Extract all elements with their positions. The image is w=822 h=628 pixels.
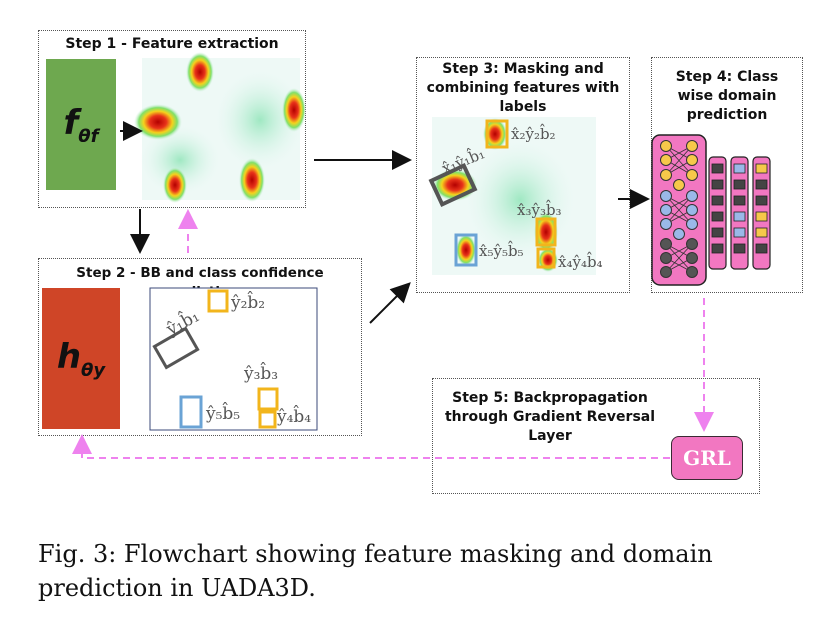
step3-title: Step 3: Masking and combining features w… bbox=[426, 61, 620, 115]
step2-label-obj3: ŷ₃b̂₃ bbox=[244, 364, 279, 384]
step1-title: Step 1 - Feature extraction bbox=[65, 36, 279, 52]
step5-title: Step 5: Backpropagation through Gradient… bbox=[444, 390, 656, 444]
step3-label-obj4: x̂₄ŷ₄b̂₄ bbox=[558, 253, 603, 271]
step2-label-obj4: ŷ₄b̂₄ bbox=[277, 407, 312, 427]
grl-block: GRL bbox=[671, 436, 743, 480]
step4-title: Step 4: Class wise domain prediction bbox=[675, 69, 779, 123]
figure-caption: Fig. 3: Flowchart showing feature maskin… bbox=[38, 540, 713, 602]
step3-label-obj2: x̂₂ŷ₂b̂₂ bbox=[511, 125, 556, 143]
feature-extractor-block: fθf bbox=[46, 59, 116, 190]
step3-box bbox=[416, 57, 630, 293]
step1-heatmap bbox=[134, 52, 306, 203]
step3-label-obj5: x̂₅ŷ₅b̂₅ bbox=[479, 242, 524, 260]
feature-extractor-label: fθf bbox=[63, 102, 99, 147]
backprop-arrows bbox=[72, 209, 714, 459]
predictor-label: hθy bbox=[56, 336, 106, 381]
step2-label-obj2: ŷ₂b̂₂ bbox=[231, 293, 266, 313]
step2-box bbox=[38, 258, 362, 436]
step5-box bbox=[432, 378, 760, 494]
step1-box bbox=[38, 30, 306, 208]
step3-heatmap bbox=[428, 117, 596, 275]
domain-classifier bbox=[651, 134, 771, 286]
step3-label-obj3: x̂₃ŷ₃b̂₃ bbox=[517, 201, 562, 219]
flow-arrows bbox=[120, 121, 650, 324]
step2-label-obj5: ŷ₅b̂₅ bbox=[206, 404, 241, 424]
predictor-block: hθy bbox=[42, 288, 120, 429]
step2-detection-panel bbox=[149, 287, 318, 431]
